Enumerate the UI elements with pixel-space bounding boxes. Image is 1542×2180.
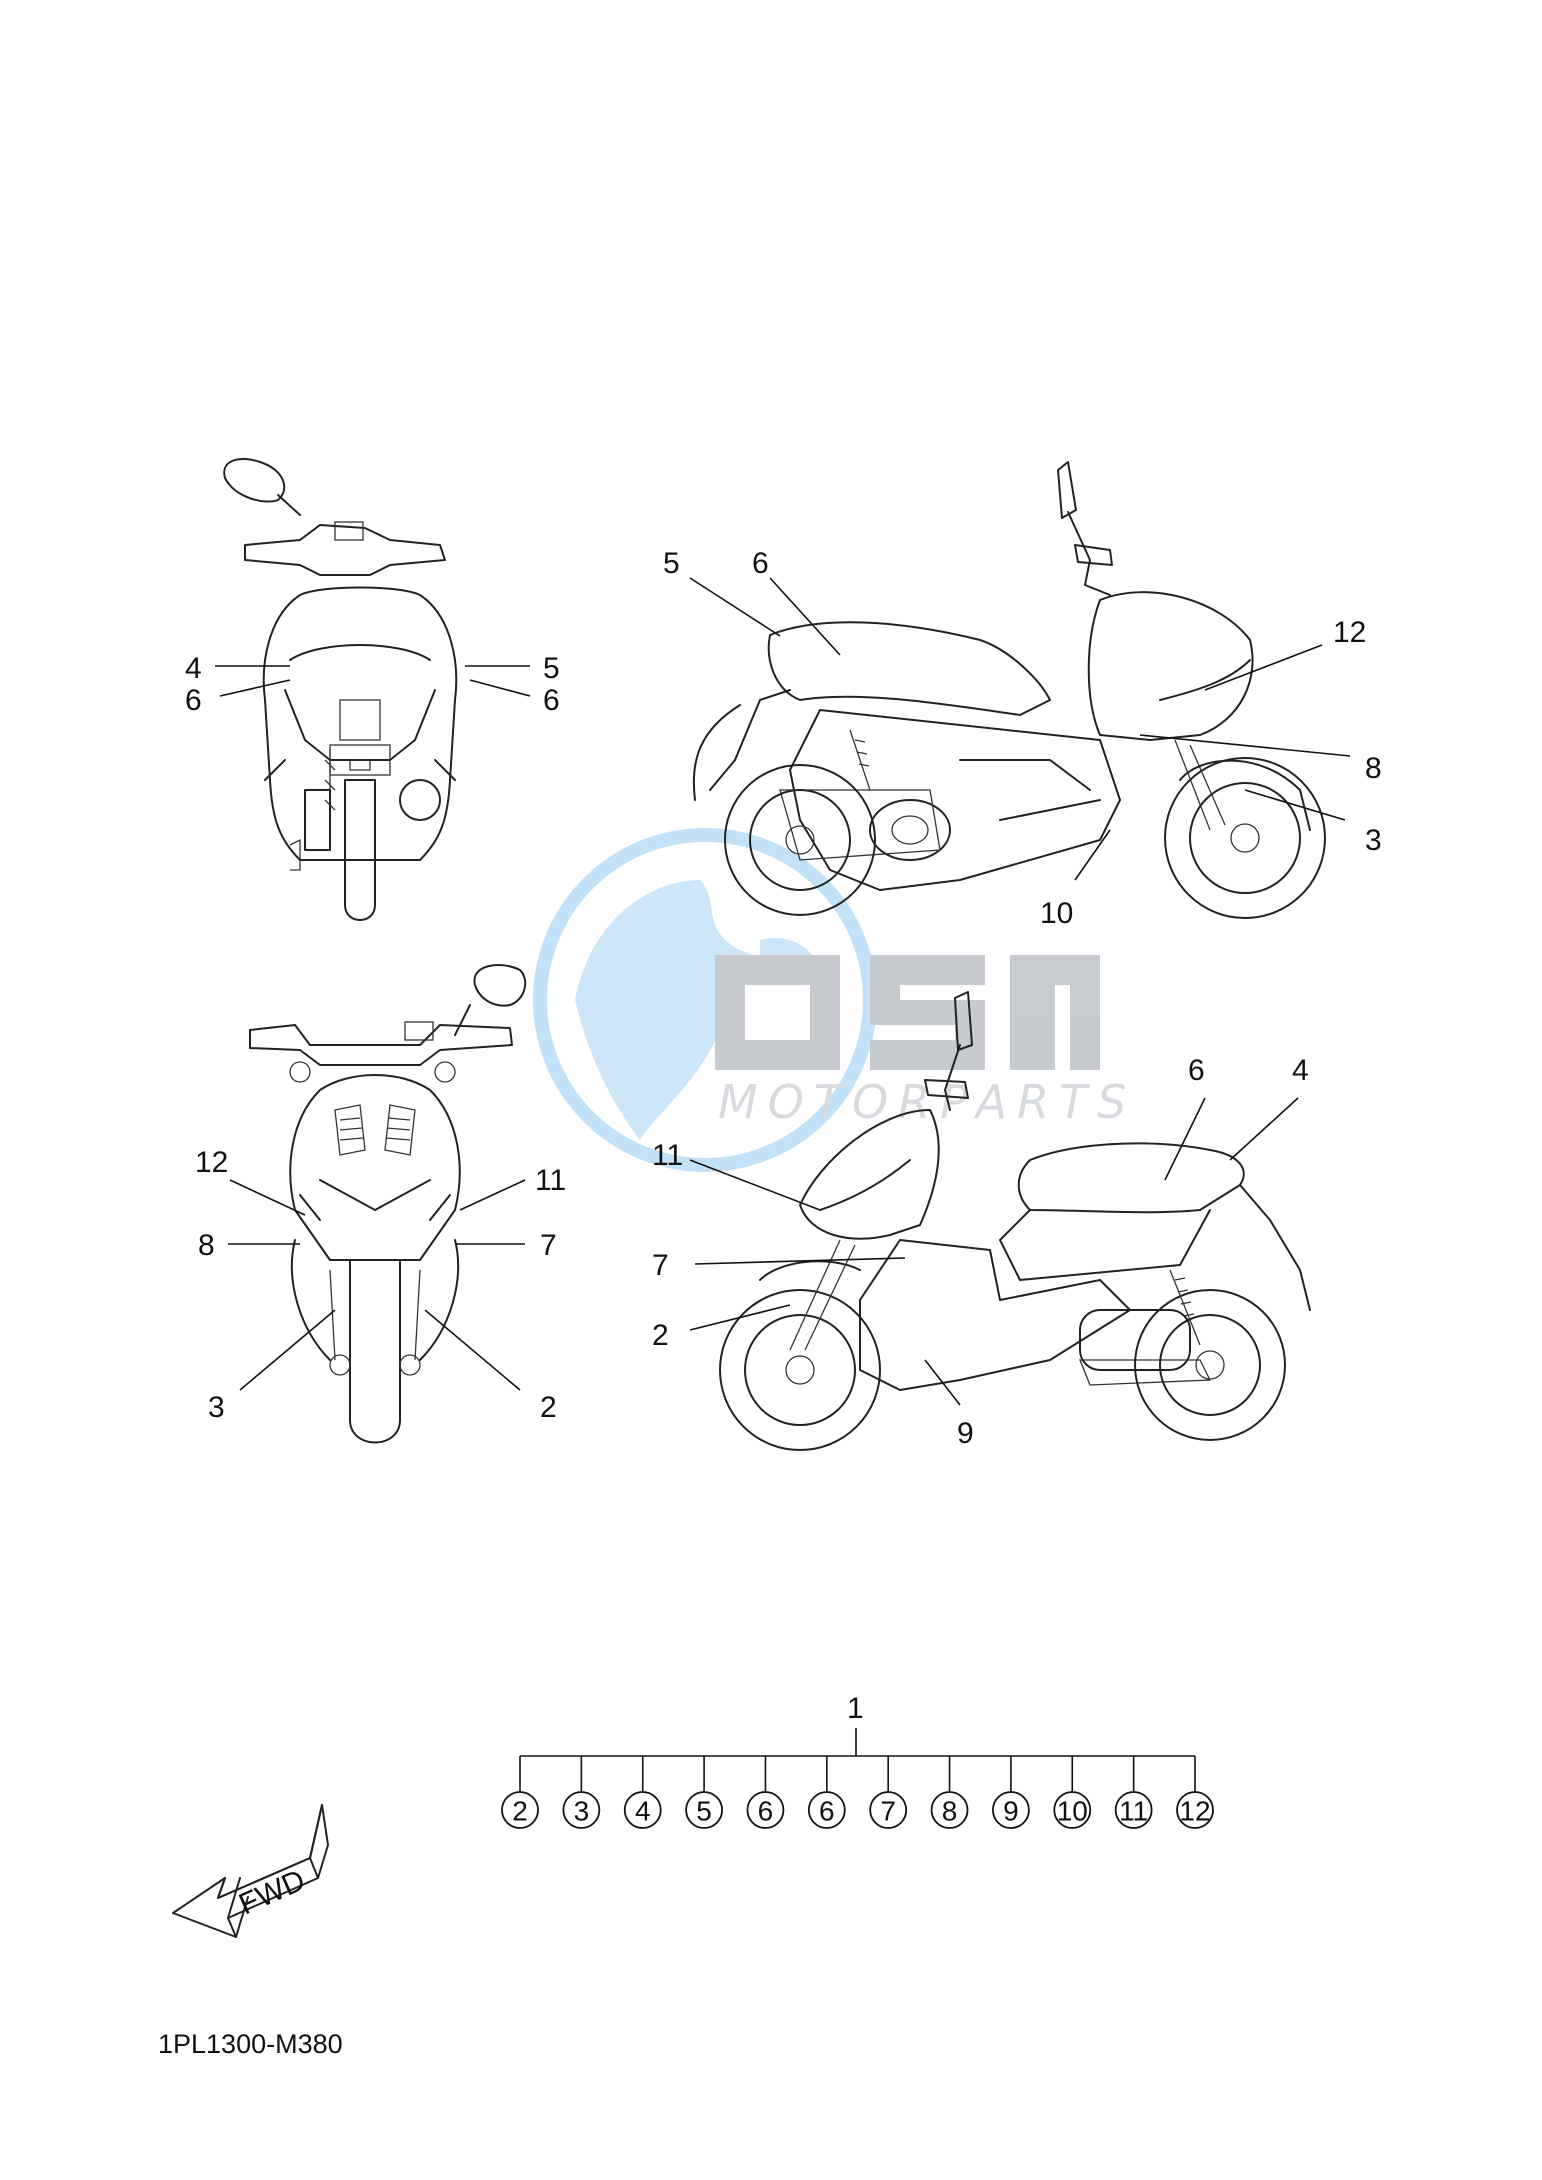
parts-tree-child-label: 2 <box>512 1796 528 1827</box>
right-side-view-drawing <box>692 461 1326 919</box>
callout-left-7: 7 <box>652 1249 669 1282</box>
callout-right-12: 12 <box>1333 616 1366 649</box>
parts-tree-child-label: 10 <box>1057 1796 1088 1827</box>
watermark: MOTORPARTS <box>533 828 1136 1172</box>
watermark-subtitle: MOTORPARTS <box>718 1075 1136 1129</box>
fwd-label: FWD <box>234 1864 310 1922</box>
callout-rear-4: 4 <box>185 652 202 685</box>
callout-right-5: 5 <box>663 547 680 580</box>
rear-view-callouts: 4 6 5 6 <box>185 652 560 717</box>
parts-tree-child-label: 6 <box>758 1796 774 1827</box>
callout-left-11: 11 <box>652 1139 683 1172</box>
front-view-callouts: 12 11 8 7 3 2 <box>195 1146 566 1424</box>
parts-tree-child-label: 4 <box>635 1796 651 1827</box>
part-code: 1PL1300-M380 <box>158 2029 343 2059</box>
callout-left-2: 2 <box>652 1319 669 1352</box>
parts-tree-child-circle <box>807 1791 846 1829</box>
parts-tree: 1 2 3 4 5 6 6 7 8 9 10 11 12 <box>501 1692 1214 1829</box>
parts-tree-child-circle <box>623 1791 662 1829</box>
fwd-arrow: FWD <box>172 1804 329 1938</box>
rear-view-drawing <box>223 458 458 921</box>
left-side-view-callouts: 6 4 11 7 2 9 <box>652 1054 1309 1450</box>
parts-tree-child-circle <box>930 1791 969 1829</box>
callout-rear-6-left: 6 <box>185 684 202 717</box>
callout-rear-6-right: 6 <box>543 684 560 717</box>
parts-tree-child-circle <box>562 1791 601 1829</box>
parts-tree-child-circle <box>869 1791 908 1829</box>
parts-tree-child-label: 7 <box>880 1796 896 1827</box>
parts-tree-child-label: 12 <box>1179 1796 1210 1827</box>
callout-left-6: 6 <box>1188 1054 1205 1087</box>
callout-right-3: 3 <box>1365 824 1382 857</box>
callout-front-3: 3 <box>208 1391 225 1424</box>
callout-right-10: 10 <box>1040 897 1073 930</box>
parts-tree-child-label: 6 <box>819 1796 835 1827</box>
parts-tree-child-label: 3 <box>574 1796 590 1827</box>
callout-front-8: 8 <box>198 1229 215 1262</box>
parts-tree-child-circle <box>1053 1791 1092 1829</box>
front-view-drawing <box>249 964 527 1444</box>
callout-left-9: 9 <box>957 1417 974 1450</box>
right-side-view-callouts: 5 6 12 8 3 10 <box>663 547 1382 930</box>
parts-tree-child-label: 5 <box>696 1796 712 1827</box>
parts-tree-child-label: 11 <box>1119 1796 1148 1827</box>
callout-right-8: 8 <box>1365 752 1382 785</box>
parts-tree-child-circle <box>746 1791 785 1829</box>
callout-left-4: 4 <box>1292 1054 1309 1087</box>
parts-tree-child-circle <box>992 1791 1030 1829</box>
parts-tree-child-circle <box>685 1791 723 1829</box>
left-side-view-drawing <box>719 991 1311 1451</box>
callout-rear-5: 5 <box>543 652 560 685</box>
parts-tree-child-circle <box>1114 1791 1153 1829</box>
parts-tree-child-circle <box>501 1791 539 1829</box>
parts-tree-child-label: 9 <box>1003 1796 1019 1827</box>
callout-front-11: 11 <box>535 1164 566 1197</box>
callout-front-12: 12 <box>195 1146 228 1179</box>
parts-tree-child-label: 8 <box>942 1796 958 1827</box>
callout-front-7: 7 <box>540 1229 557 1262</box>
parts-tree-child-circle <box>1176 1791 1214 1829</box>
callout-front-2: 2 <box>540 1391 557 1424</box>
callout-right-6: 6 <box>752 547 769 580</box>
parts-tree-parent: 1 <box>847 1692 864 1725</box>
